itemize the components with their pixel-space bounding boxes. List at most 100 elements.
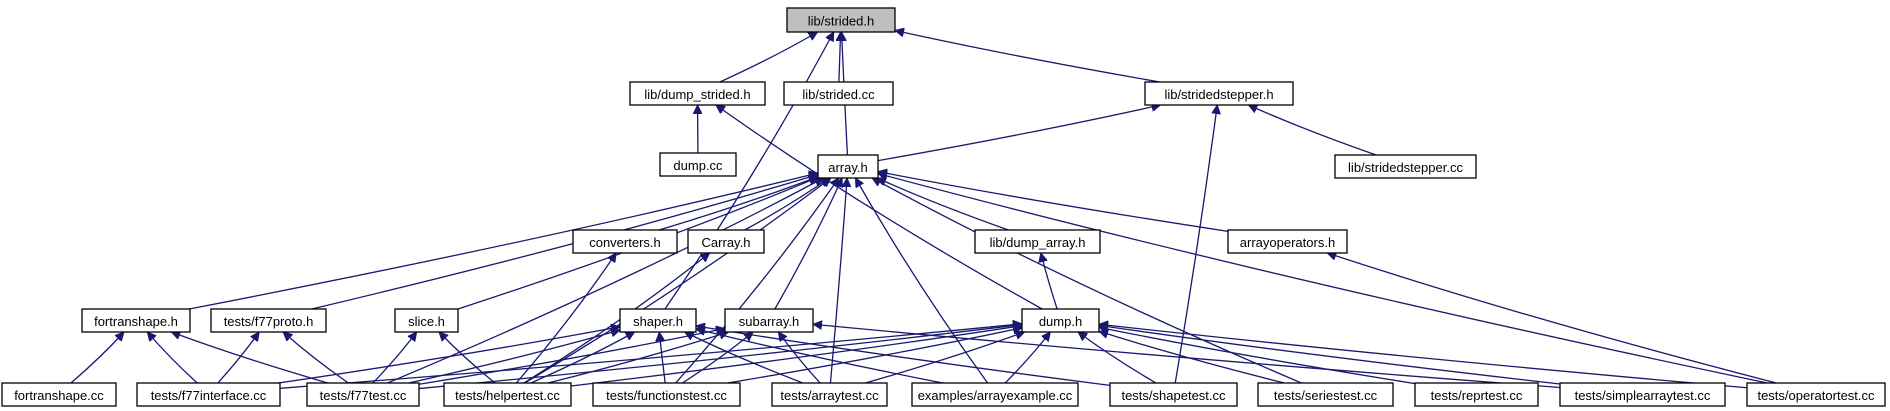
dependency-edges	[70, 31, 1777, 390]
edge-fortranshape_cc-to-fortranshape_h	[70, 332, 124, 384]
node-box	[629, 81, 766, 106]
node-box	[1227, 229, 1348, 254]
node-helpertest-cc[interactable]: tests/helpertest.cc	[443, 382, 572, 407]
node-arrayoperators-h[interactable]: arrayoperators.h	[1227, 229, 1348, 254]
edge-f77test_cc-to-subarray_h	[418, 329, 725, 385]
node-label: lib/dump_array.h	[990, 235, 1086, 250]
node-box	[619, 308, 697, 333]
edge-seriestest_cc-to-dump_h	[1099, 331, 1285, 384]
edge-dump_h-to-dump_array_h	[1041, 253, 1058, 310]
edge-arrayexample_cc-to-dump_h	[1004, 332, 1050, 384]
node-label: lib/strided.cc	[802, 87, 875, 102]
edge-f77test_cc-to-array_h	[387, 177, 823, 384]
node-box	[783, 81, 894, 106]
node-box	[81, 308, 191, 333]
node-label: shaper.h	[633, 314, 683, 329]
edge-dump_h-to-dump_strided_h	[716, 105, 1043, 310]
node-array-h[interactable]: array.h	[817, 154, 879, 179]
node-fortranshape-cc[interactable]: fortranshape.cc	[1, 382, 117, 407]
edge-simplearraytest_cc-to-dump_h	[1099, 325, 1561, 385]
node-box	[592, 382, 741, 407]
node-label: array.h	[828, 160, 868, 175]
node-arraytest-cc[interactable]: tests/arraytest.cc	[771, 382, 888, 407]
edge-f77test_cc-to-fortranshape_h	[171, 332, 328, 384]
node-f77proto-h[interactable]: tests/f77proto.h	[210, 308, 327, 333]
edge-operatortest_cc-to-arrayoperators_h	[1327, 253, 1777, 384]
node-stridedstepper-h[interactable]: lib/stridedstepper.h	[1144, 81, 1294, 106]
node-f77test-cc[interactable]: tests/f77test.cc	[306, 382, 420, 407]
edge-subarray_h-to-array_h	[774, 178, 842, 310]
edge-stridedstepper_cc-to-stridedstepper_h	[1248, 105, 1377, 156]
node-dump-h[interactable]: dump.h	[1021, 308, 1100, 333]
node-shapetest-cc[interactable]: tests/shapetest.cc	[1109, 382, 1238, 407]
node-label: lib/strided.h	[808, 14, 874, 29]
node-box	[306, 382, 420, 407]
node-dump-array-h[interactable]: lib/dump_array.h	[974, 229, 1101, 254]
node-label: dump.h	[1039, 314, 1082, 329]
node-label: tests/f77interface.cc	[151, 388, 267, 403]
edge-dump_array_h-to-array_h	[877, 178, 1009, 231]
edge-f77test_cc-to-shaper_h	[408, 330, 620, 384]
node-arrayexample-cc[interactable]: examples/arrayexample.cc	[911, 382, 1079, 407]
node-box	[911, 382, 1079, 407]
node-functionstest-cc[interactable]: tests/functionstest.cc	[592, 382, 741, 407]
edge-f77interface_cc-to-shaper_h	[278, 327, 620, 384]
node-strided-cc[interactable]: lib/strided.cc	[783, 81, 894, 106]
node-reprtest-cc[interactable]: tests/reprtest.cc	[1414, 382, 1539, 407]
edge-array_h-to-stridedstepper_h	[877, 105, 1161, 162]
node-label: lib/stridedstepper.h	[1164, 87, 1273, 102]
node-subarray-h[interactable]: subarray.h	[724, 308, 814, 333]
node-strided-h[interactable]: lib/strided.h	[786, 7, 896, 33]
node-fortranshape-h[interactable]: fortranshape.h	[81, 308, 191, 333]
node-label: tests/simplearraytest.cc	[1575, 388, 1711, 403]
node-label: arrayoperators.h	[1240, 235, 1335, 250]
node-box	[1109, 382, 1238, 407]
node-label: Carray.h	[702, 235, 751, 250]
node-seriestest-cc[interactable]: tests/seriestest.cc	[1257, 382, 1394, 407]
edge-helpertest_cc-to-dump_h	[570, 326, 1022, 387]
node-box	[724, 308, 814, 333]
node-label: fortranshape.h	[94, 314, 178, 329]
edge-shapetest_cc-to-stridedstepper_h	[1174, 105, 1217, 384]
node-label: dump.cc	[673, 158, 723, 173]
node-operatortest-cc[interactable]: tests/operatortest.cc	[1746, 382, 1886, 407]
edge-shapetest_cc-to-dump_h	[1078, 332, 1157, 384]
edge-helpertest_cc-to-array_h	[524, 178, 831, 384]
node-label: examples/arrayexample.cc	[918, 388, 1073, 403]
node-label: fortranshape.cc	[14, 388, 104, 403]
node-slice-h[interactable]: slice.h	[394, 308, 459, 333]
node-stridedstepper-cc[interactable]: lib/stridedstepper.cc	[1334, 154, 1477, 179]
node-box	[1414, 382, 1539, 407]
node-shaper-h[interactable]: shaper.h	[619, 308, 697, 333]
node-label: tests/shapetest.cc	[1121, 388, 1226, 403]
node-label: tests/f77proto.h	[224, 314, 314, 329]
node-dump-strided-h[interactable]: lib/dump_strided.h	[629, 81, 766, 106]
node-box	[1559, 382, 1726, 407]
edge-f77interface_cc-to-dump_h	[279, 324, 1022, 389]
edge-reprtest_cc-to-dump_h	[1099, 327, 1416, 385]
node-f77interface-cc[interactable]: tests/f77interface.cc	[136, 382, 281, 407]
node-box	[1021, 308, 1100, 333]
edge-arrayoperators_h-to-array_h	[878, 172, 1229, 232]
edge-dump_strided_h-to-strided_h	[719, 31, 818, 83]
node-label: lib/dump_strided.h	[644, 87, 750, 102]
node-converters-h[interactable]: converters.h	[572, 229, 678, 254]
node-label: lib/stridedstepper.cc	[1348, 160, 1463, 175]
node-box	[786, 7, 896, 33]
node-label: tests/reprtest.cc	[1431, 388, 1523, 403]
node-label: subarray.h	[739, 314, 799, 329]
edge-arrayexample_cc-to-array_h	[854, 178, 989, 384]
edge-arraytest_cc-to-shaper_h	[685, 331, 804, 384]
edge-seriestest_cc-to-array_h	[872, 177, 1302, 384]
node-box	[1, 382, 117, 407]
node-dump-cc[interactable]: dump.cc	[659, 152, 737, 177]
node-simplearraytest-cc[interactable]: tests/simplearraytest.cc	[1559, 382, 1726, 407]
node-label: converters.h	[589, 235, 661, 250]
node-box	[572, 229, 678, 254]
node-label: tests/helpertest.cc	[455, 388, 560, 403]
file-nodes: lib/strided.h lib/dump_strided.h lib/strid…	[1, 7, 1886, 407]
node-box	[659, 152, 737, 177]
node-carray-h[interactable]: Carray.h	[687, 229, 765, 254]
node-label: tests/arraytest.cc	[780, 388, 879, 403]
